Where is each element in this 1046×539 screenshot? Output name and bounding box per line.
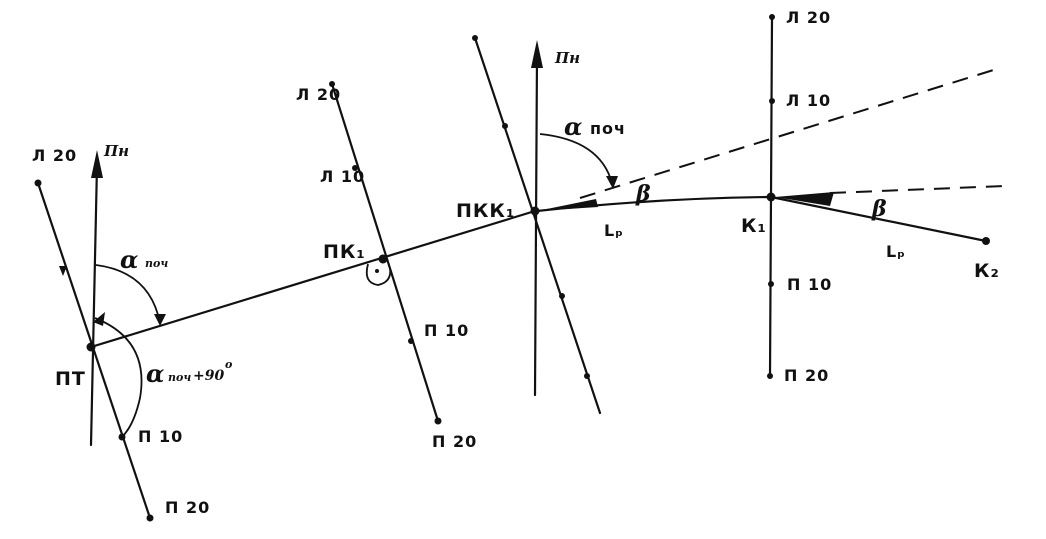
point-k2 [982,237,990,245]
point-bisector-4 [584,373,590,379]
bisector-line-pkk1 [473,36,602,415]
point-k1-l10 [769,98,775,104]
north-label-pkk1: Пн [554,49,580,67]
label-pt-p10: П 10 [138,427,183,446]
label-pk1-p20: П 20 [432,432,477,451]
k1-group: Л 20 Л 10 П 10 П 20 К₁ β К₂ Lₚ [741,8,1006,385]
north-label-pt: Пн [103,142,129,160]
alpha90-suffix-pt: +90 [193,368,224,384]
curve-pkk1-k1 [535,195,772,213]
alpha-symbol-pt: α [120,245,138,274]
label-k1-p10: П 10 [787,275,832,294]
start-point-group: Пн Л 20 П 10 П 20 ПТ α поч α поч +90 o [32,142,232,522]
label-pt: ПТ [55,368,86,390]
point-bisector-1 [472,35,478,41]
point-pk1-l20 [329,81,335,87]
point-pk1-p10 [408,338,414,344]
point-bisector-3 [559,293,565,299]
point-pk1-p20 [434,417,442,425]
point-pt-l20 [34,179,42,187]
alpha90-sub-pt: поч [168,371,191,384]
length-label-1: Lₚ [604,221,624,240]
point-bisector-2 [502,123,508,129]
point-k1-p10 [768,281,774,287]
point-pk1 [378,254,388,264]
alpha-arc-pt [95,264,161,324]
alpha-arc-pkk1 [539,133,613,184]
label-pk1: ПК₁ [323,241,366,263]
north-axis-pkk1 [533,53,539,397]
point-pk1-l10 [352,165,358,171]
point-k1-l20 [769,14,775,20]
label-pk1-l20: Л 20 [296,85,341,104]
label-k1: К₁ [741,215,767,237]
right-angle-mark-pk1-icon [365,263,392,286]
alpha-sub-pt: поч [145,257,168,270]
dashed-prolongation-k1 [829,185,1006,194]
label-pt-p20: П 20 [165,498,210,517]
point-pt-p20 [146,514,154,522]
north-axis-pt [89,163,99,447]
point-pkk1 [530,206,540,216]
alpha90-arc-pt [94,317,143,438]
north-arrow-pt-icon [91,150,103,178]
right-angle-dot-pk1 [375,269,379,273]
label-k1-l10: Л 10 [786,91,831,110]
label-pk1-l10: Л 10 [320,167,365,186]
line-k1-k2 [769,195,988,243]
label-pk1-p10: П 10 [424,321,469,340]
label-pt-l20: Л 20 [32,146,77,165]
angle-wedge-pkk1-icon [537,199,598,211]
length-label-2: Lₚ [886,242,906,261]
tick-arrow-pt-icon [59,266,67,276]
alpha-symbol-pkk1: α [564,112,582,141]
north-arrow-pkk1-icon [531,40,543,68]
pk1-group: Л 20 Л 10 ПК₁ П 10 П 20 [296,81,477,451]
pkk1-group: Пн α поч β ПКК₁ Lₚ [456,35,1001,415]
dashed-prolongation-pkk1 [579,67,1001,199]
traverse-line-pt-pkk1 [89,209,537,349]
alpha90-arc-arrow-icon [93,312,105,326]
alpha-sub-pkk1: поч [590,119,626,138]
cross-line-pt [36,181,152,520]
cross-line-pk1 [330,82,440,423]
beta-symbol-pkk1: β [635,181,651,207]
alpha90-degree-pt: o [225,358,232,371]
alpha90-symbol-pt: α [146,359,164,388]
beta-symbol-k1: β [871,196,887,222]
label-k1-l20: Л 20 [786,8,831,27]
alpha-arc-pkk1-arrow-icon [606,176,618,189]
alpha-arc-arrow-icon [154,314,166,326]
label-k2: К₂ [974,260,1000,282]
angle-wedge-k1-icon [775,192,834,206]
label-pkk1: ПКК₁ [456,200,515,222]
label-k1-p20: П 20 [784,366,829,385]
point-k1-p20 [767,373,773,379]
